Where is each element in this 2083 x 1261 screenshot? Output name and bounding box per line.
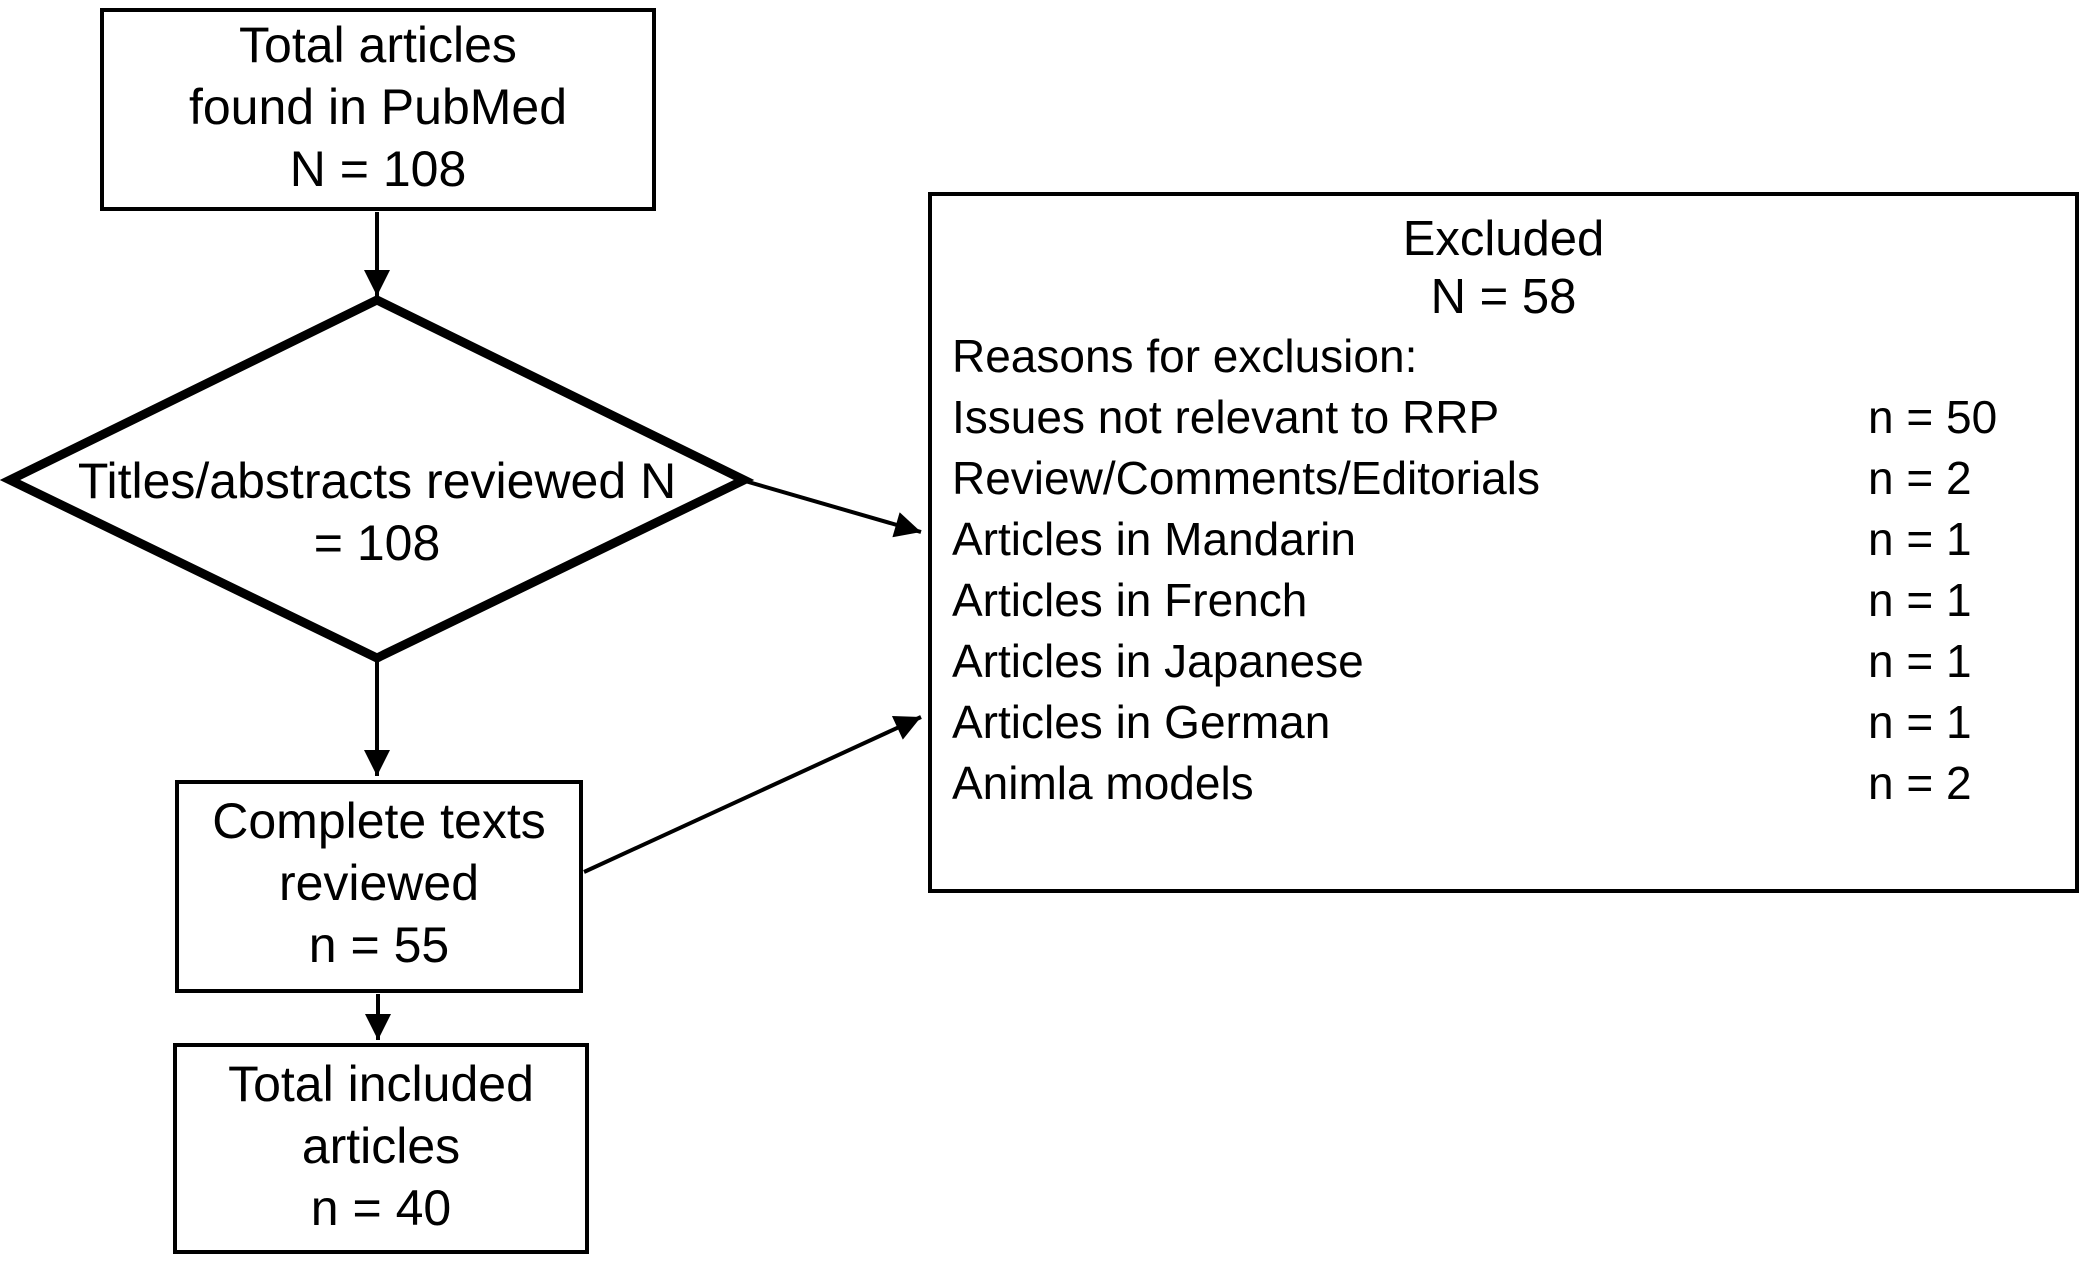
excluded-reason-row: Issues not relevant to RRP n = 50 <box>952 387 2075 448</box>
node-titles-reviewed-line1: Titles/abstracts reviewed <box>77 453 627 509</box>
excluded-title-block: Excluded N = 58 <box>932 196 2075 326</box>
excluded-count: N = 58 <box>1430 270 1577 324</box>
excluded-reason-value: n = 2 <box>1868 452 1972 504</box>
excluded-reason-value: n = 2 <box>1868 757 1972 809</box>
decision-diamond <box>0 294 755 664</box>
node-titles-reviewed-label: Titles/abstracts reviewed N = 108 <box>57 450 697 574</box>
node-total-articles-count: N = 108 <box>289 141 467 197</box>
excluded-reason-row: Articles in Mandarin n = 1 <box>952 509 2075 570</box>
excluded-reasons-list: Reasons for exclusion: Issues not releva… <box>932 326 2075 814</box>
excluded-reason-label: Articles in Mandarin <box>952 513 1356 565</box>
excluded-reason-label: Articles in Japanese <box>952 635 1364 687</box>
node-total-articles-line1: Total articles <box>239 17 517 73</box>
excluded-reason-value: n = 1 <box>1868 635 1972 687</box>
node-excluded: Excluded N = 58 Reasons for exclusion: I… <box>928 192 2079 893</box>
excluded-reason-label: Articles in French <box>952 574 1308 626</box>
excluded-reason-row: Articles in French n = 1 <box>952 570 2075 631</box>
arrow-complete-to-excluded <box>583 715 922 874</box>
node-complete-texts-line2: reviewed <box>278 855 480 911</box>
arrow-decision-to-excluded <box>744 479 922 538</box>
node-total-included: Total included articles n = 40 <box>173 1043 589 1254</box>
node-total-included-line2: articles <box>301 1118 461 1174</box>
excluded-reason-label: Review/Comments/Editorials <box>952 452 1540 504</box>
excluded-reason-row: Review/Comments/Editorials n = 2 <box>952 448 2075 509</box>
excluded-reason-row: Articles in Japanese n = 1 <box>952 631 2075 692</box>
node-complete-texts-line1: Complete texts <box>212 793 546 849</box>
node-titles-reviewed-count: N = 108 <box>313 453 677 571</box>
excluded-reason-label: Issues not relevant to RRP <box>952 391 1500 443</box>
excluded-reason-row: Animla models n = 2 <box>952 753 2075 814</box>
excluded-reason-value: n = 1 <box>1868 696 1972 748</box>
node-total-included-count: n = 40 <box>310 1180 452 1236</box>
excluded-reason-value: n = 1 <box>1868 574 1972 626</box>
excluded-title: Excluded <box>1402 212 1605 266</box>
excluded-reason-value: n = 50 <box>1868 391 1998 443</box>
excluded-reason-value: n = 1 <box>1868 513 1972 565</box>
excluded-reason-label: Animla models <box>952 757 1254 809</box>
node-total-articles: Total articles found in PubMed N = 108 <box>100 8 656 211</box>
node-total-articles-line2: found in PubMed <box>188 79 568 135</box>
node-complete-texts: Complete texts reviewed n = 55 <box>175 780 583 993</box>
node-complete-texts-count: n = 55 <box>308 917 450 973</box>
excluded-reason-row: Articles in German n = 1 <box>952 692 2075 753</box>
excluded-reason-label: Articles in German <box>952 696 1331 748</box>
excluded-reasons-header: Reasons for exclusion: <box>952 330 1418 382</box>
node-total-included-line1: Total included <box>228 1056 534 1112</box>
